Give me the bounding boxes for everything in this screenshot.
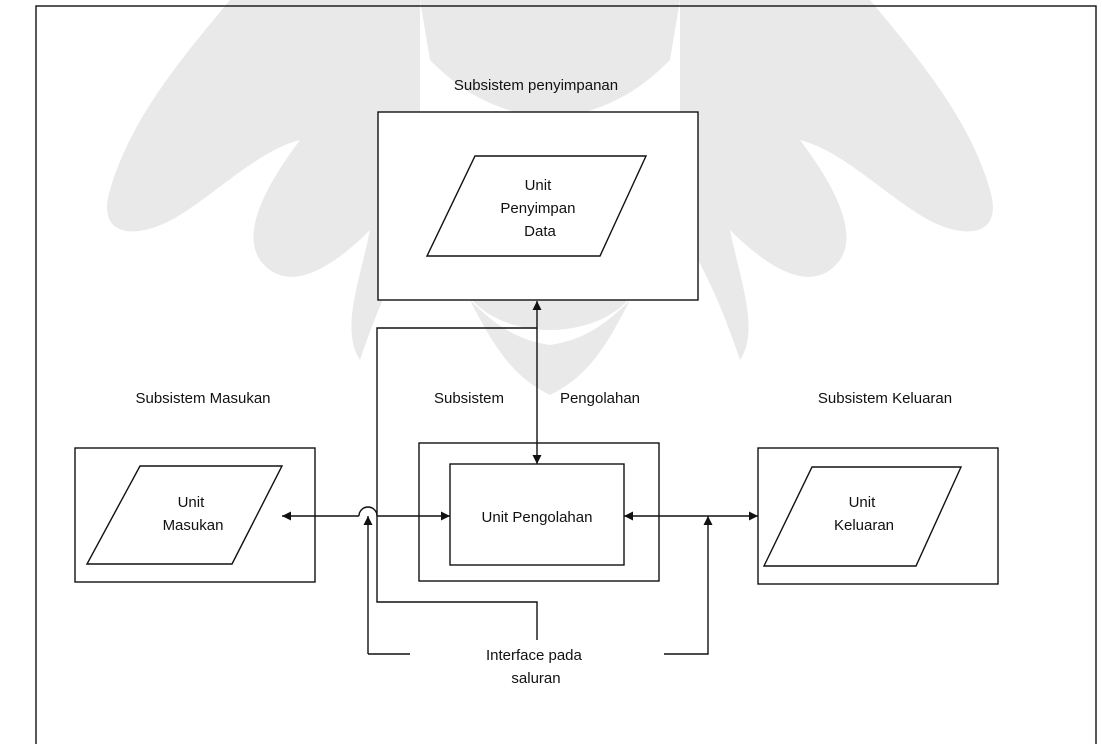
output-unit-line-2: Keluaran [834, 517, 894, 534]
input-unit-line-2: Masukan [163, 517, 224, 534]
output-unit-label: Unit Keluaran [834, 494, 894, 534]
storage-unit-line-1: Unit [525, 177, 553, 194]
storage-unit-line-3: Data [524, 223, 556, 240]
interface-right-arm [664, 516, 713, 655]
storage-unit-parallelogram [425, 155, 648, 257]
processing-subsystem-title-part-2: Pengolahan [560, 390, 640, 407]
line-crossing-hop [358, 506, 378, 517]
outer-frame [35, 5, 1097, 744]
interface-loop-line [376, 327, 538, 640]
input-unit-line-1: Unit [178, 494, 206, 511]
interface-label-line-1: Interface pada [486, 647, 583, 664]
output-unit-line-1: Unit [849, 494, 877, 511]
output-unit-parallelogram [762, 466, 963, 567]
storage-unit-label: Unit Penyimpan Data [500, 177, 579, 240]
input-subsystem-title: Subsistem Masukan [135, 390, 270, 407]
processing-unit-label: Unit Pengolahan [482, 509, 593, 526]
storage-subsystem-title: Subsistem penyimpanan [454, 77, 618, 94]
input-unit-label: Unit Masukan [163, 494, 224, 534]
interface-label: Interface pada saluran [486, 647, 586, 687]
input-unit-parallelogram [85, 465, 284, 565]
output-subsystem-title: Subsistem Keluaran [818, 390, 952, 407]
storage-unit-line-2: Penyimpan [500, 200, 575, 217]
interface-label-line-2: saluran [511, 670, 560, 687]
processing-subsystem-title-part-1: Subsistem [434, 390, 504, 407]
